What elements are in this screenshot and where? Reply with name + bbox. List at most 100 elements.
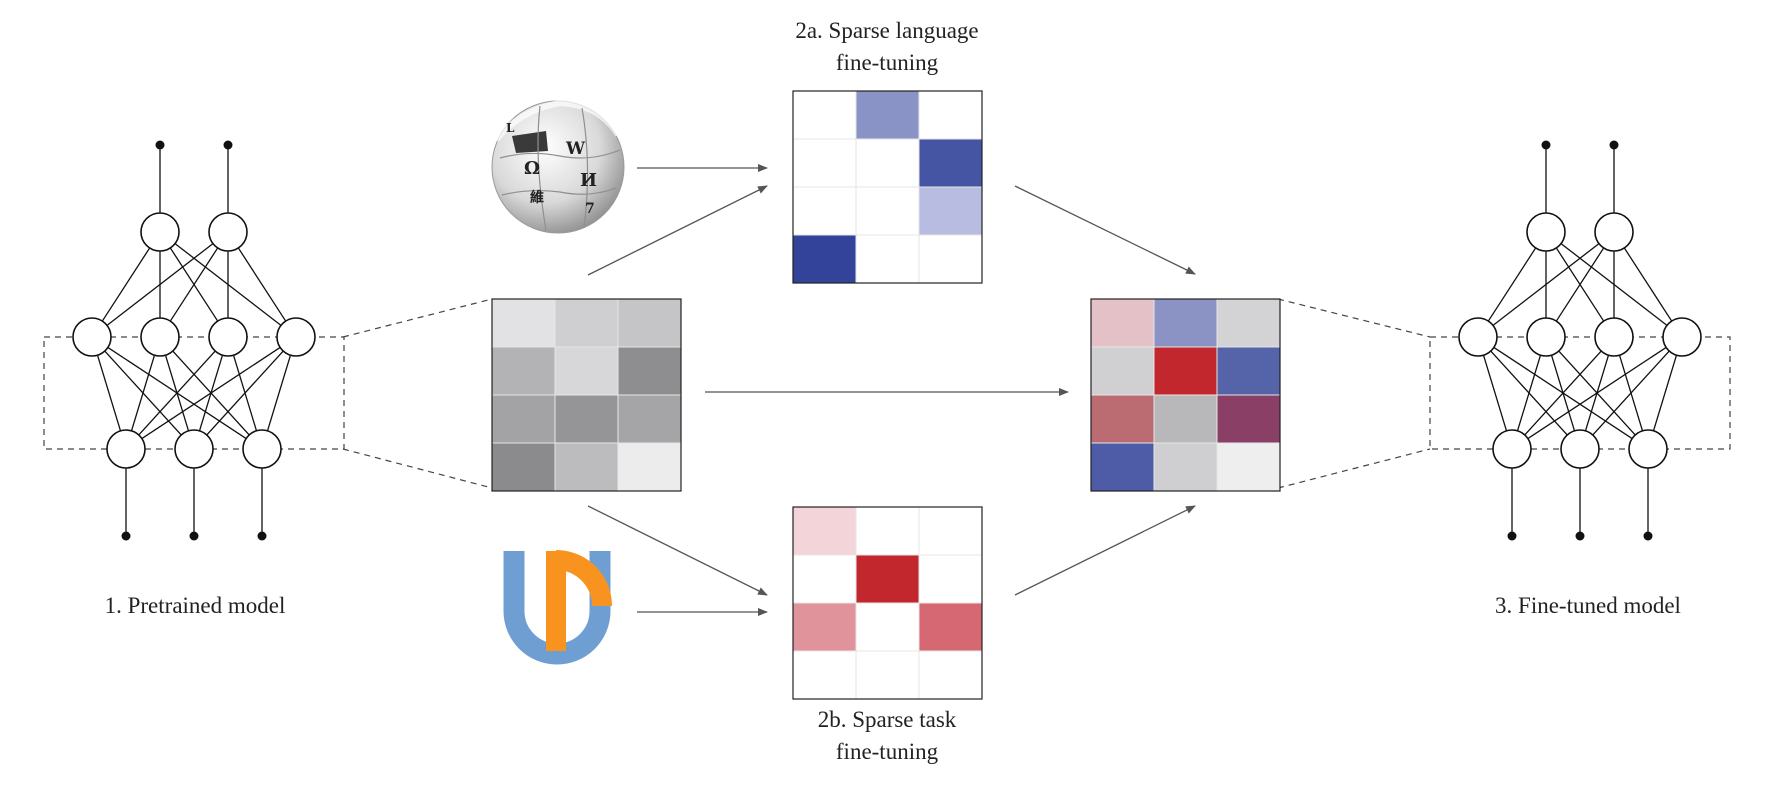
matrix-border [792, 90, 983, 284]
matrix-cell [1153, 298, 1218, 348]
matrix-cell [855, 186, 920, 236]
matrix-cell [491, 394, 556, 444]
matrix-cell [617, 298, 682, 348]
matrix-cell [855, 138, 920, 188]
input-terminal [1507, 531, 1517, 541]
zoom-projection-right [1277, 298, 1431, 489]
arrows [587, 164, 1196, 616]
matrix-cell [1216, 346, 1281, 396]
matrix-cell [491, 442, 556, 492]
matrix-cell [918, 138, 983, 188]
matrix-border [792, 506, 983, 700]
neuron [1628, 429, 1668, 469]
matrix-cell [1090, 394, 1155, 444]
matrix-cell [554, 346, 619, 396]
matrix-cell [855, 234, 920, 284]
network-connections [1482, 145, 1678, 536]
output-terminal [1541, 140, 1551, 150]
matrix-cell [855, 554, 920, 604]
neuron [1526, 212, 1566, 252]
neuron [242, 429, 282, 469]
sparse-task-label-line1: 2b. Sparse task [818, 707, 957, 732]
matrix-cell [617, 346, 682, 396]
matrix-cell [918, 506, 983, 556]
task-sparse-diff-matrix [792, 506, 983, 700]
matrix-cell [855, 506, 920, 556]
matrix-cell [792, 506, 857, 556]
wikipedia-globe-icon: Ω W И 維 7 L [491, 99, 625, 234]
matrix-cell [1090, 442, 1155, 492]
matrix-cell [1216, 298, 1281, 348]
wiki-glyph-i: И [580, 170, 597, 191]
neuron [140, 212, 180, 252]
neuron [1662, 317, 1702, 357]
neuron [208, 317, 248, 357]
arrow-task-to-finetuned [1014, 505, 1196, 596]
input-terminal [257, 531, 267, 541]
matrix-cell [855, 90, 920, 140]
matrix-cell [792, 234, 857, 284]
wiki-glyph-w: W [565, 139, 586, 159]
matrix-cell [617, 394, 682, 444]
pretrained-model-label: 1. Pretrained model [105, 593, 286, 618]
neuron [106, 429, 146, 469]
universal-dependencies-logo-icon [503, 550, 612, 665]
matrix-cell [918, 90, 983, 140]
matrix-cell [1153, 442, 1218, 492]
pretrained-network [43, 140, 345, 541]
wiki-glyph-cjk: 維 [530, 189, 544, 206]
input-terminal [1643, 531, 1653, 541]
finetuned-weight-matrix [1090, 298, 1281, 492]
finetuned-model-label: 3. Fine-tuned model [1495, 593, 1681, 618]
neuron [276, 317, 316, 357]
input-terminal [189, 531, 199, 541]
zoom-projection-left [342, 298, 493, 489]
wiki-glyph-l: L [506, 121, 515, 135]
wiki-glyph-omega: Ω [524, 158, 540, 179]
finetuned-network [1429, 140, 1731, 541]
pretrained-weight-matrix [491, 298, 682, 492]
matrix-cell [918, 186, 983, 236]
neuron [1594, 212, 1634, 252]
sparse-language-label-line1: 2a. Sparse language [795, 18, 978, 43]
matrix-border [491, 298, 682, 492]
input-terminal [121, 531, 131, 541]
arrow-pretrained-to-task [587, 505, 768, 596]
neuron [72, 317, 112, 357]
matrix-cell [918, 602, 983, 652]
matrix-cell [792, 138, 857, 188]
matrix-cell [918, 234, 983, 284]
neuron [208, 212, 248, 252]
sparse-task-label-line2: fine-tuning [836, 739, 939, 764]
matrix-cell [792, 554, 857, 604]
arrow-language-to-finetuned [1014, 185, 1196, 275]
matrix-cell [918, 554, 983, 604]
neuron [140, 317, 180, 357]
matrix-cell [491, 298, 556, 348]
matrix-cell [1090, 346, 1155, 396]
neuron [1560, 429, 1600, 469]
language-sparse-diff-matrix [792, 90, 983, 284]
arrow-pretrained-to-language [587, 185, 768, 276]
input-terminal [1575, 531, 1585, 541]
matrix-cell [1153, 346, 1218, 396]
network-connections [96, 145, 292, 536]
matrix-cell [554, 442, 619, 492]
matrix-cell [855, 602, 920, 652]
matrix-cell [554, 394, 619, 444]
matrix-cell [918, 650, 983, 700]
matrix-cell [792, 650, 857, 700]
matrix-cell [1216, 442, 1281, 492]
matrix-cell [491, 346, 556, 396]
neuron [1492, 429, 1532, 469]
matrix-cell [617, 442, 682, 492]
matrix-cell [792, 186, 857, 236]
matrix-cell [855, 650, 920, 700]
output-terminal [155, 140, 165, 150]
matrix-cell [1153, 394, 1218, 444]
matrix-cell [792, 90, 857, 140]
output-terminal [223, 140, 233, 150]
matrix-border [1090, 298, 1281, 492]
matrix-cell [792, 602, 857, 652]
